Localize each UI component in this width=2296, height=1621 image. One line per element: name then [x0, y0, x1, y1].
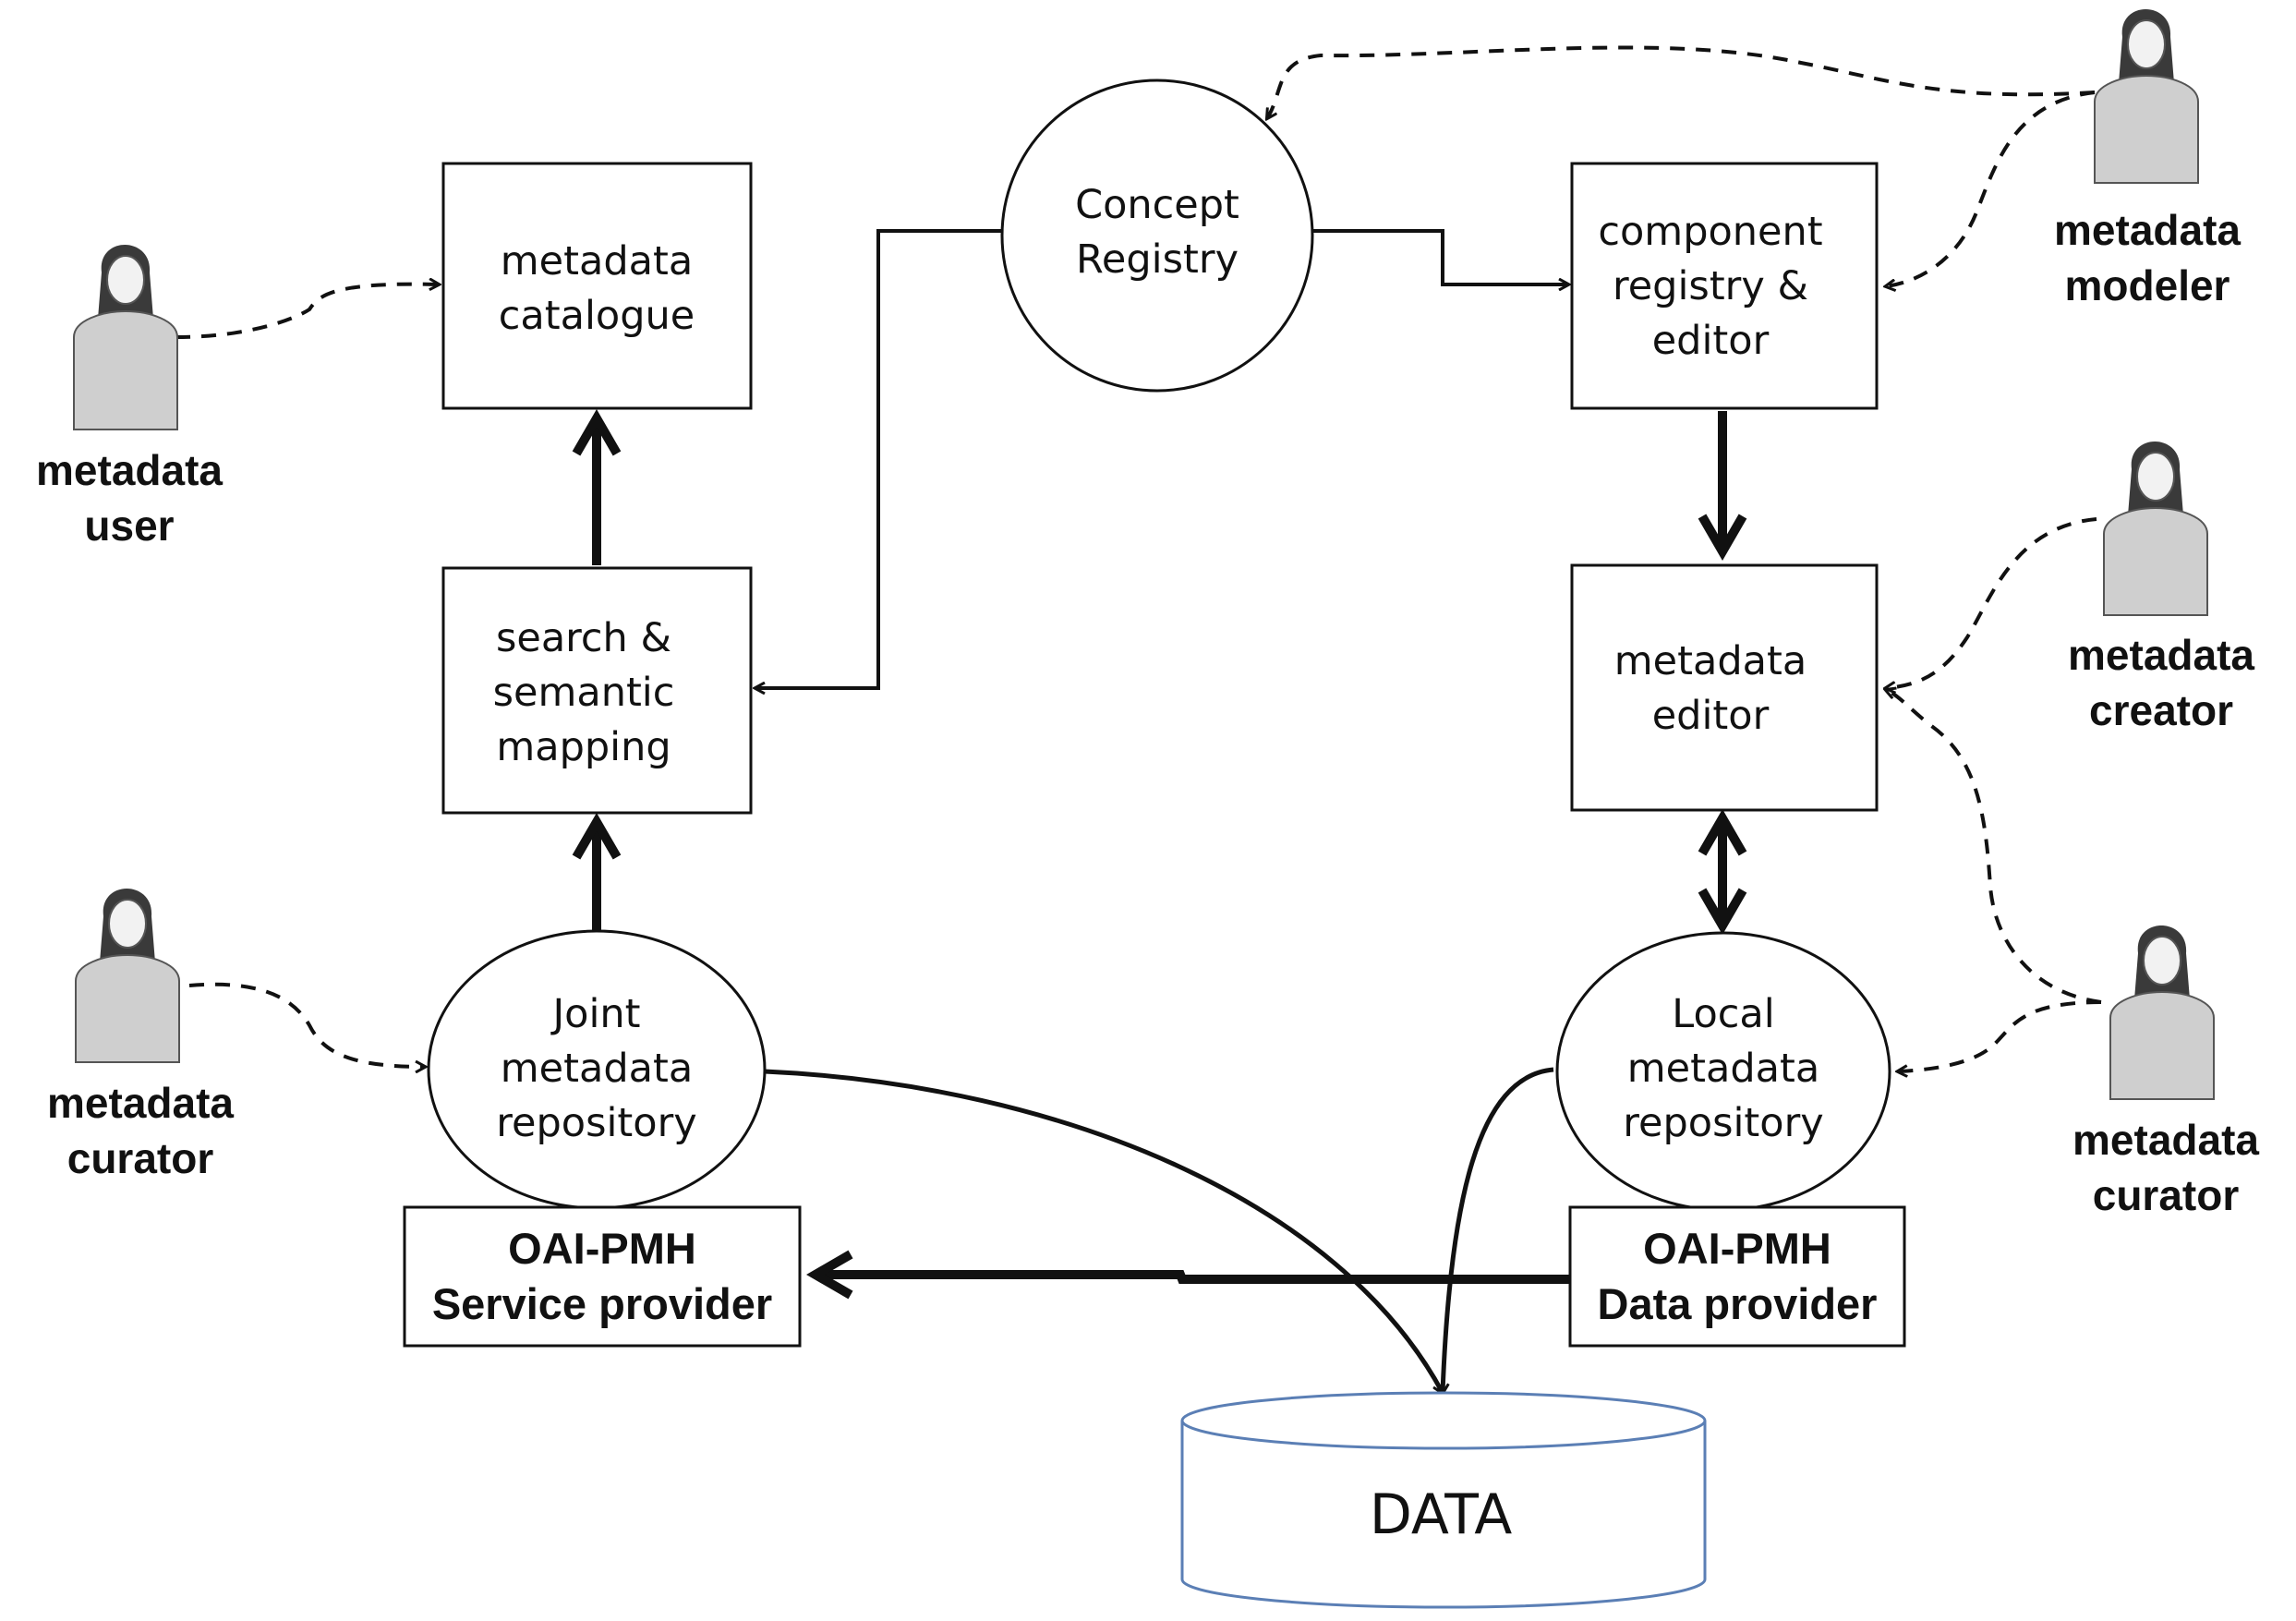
- modeler-to-component-dashed: [1886, 91, 2096, 286]
- service-provider-label-2: Service provider: [432, 1279, 772, 1328]
- data-store-cylinder: DATA: [1180, 1391, 1707, 1609]
- curator-right-label-2: curator: [2093, 1171, 2240, 1219]
- local-to-data-curve: [1443, 1067, 1554, 1393]
- data-to-service-provider-arrow: [806, 1250, 1570, 1300]
- concept-registry-label-2: Registry: [1076, 236, 1239, 283]
- component-registry-label-2: registry &: [1613, 263, 1808, 309]
- search-mapping-label-1: search &: [496, 615, 671, 661]
- creator-label-1: metadata: [2068, 631, 2254, 679]
- metadata-creator-actor: metadata creator: [2068, 442, 2254, 734]
- local-repo-label-3: repository: [1623, 1100, 1823, 1146]
- curator-left-to-joint-dashed: [188, 982, 425, 1067]
- person-icon: [2094, 9, 2199, 184]
- person-icon: [73, 245, 178, 430]
- creator-label-2: creator: [2089, 686, 2233, 734]
- person-icon: [75, 889, 180, 1063]
- service-provider-label-1: OAI-PMH: [508, 1224, 696, 1273]
- modeler-label-1: metadata: [2054, 206, 2241, 254]
- concept-registry-node: Concept Registry: [1000, 79, 1314, 393]
- concept-to-search-connector: [755, 229, 1002, 688]
- metadata-user-actor: metadata user: [36, 245, 223, 550]
- concept-registry-label-1: Concept: [1075, 182, 1239, 228]
- local-metadata-repository-node: Local metadata repository: [1555, 931, 1891, 1212]
- user-to-catalogue-dashed: [175, 284, 439, 339]
- metadata-modeler-actor: metadata modeler: [2054, 9, 2241, 309]
- search-mapping-label-2: semantic: [493, 670, 675, 716]
- metadata-curator-right-actor: metadata curator: [2072, 925, 2259, 1219]
- data-store-label: DATA: [1370, 1482, 1513, 1547]
- joint-metadata-repository-node: Joint metadata repository: [427, 929, 767, 1210]
- joint-repo-label-1: Joint: [550, 991, 640, 1037]
- joint-repo-label-3: repository: [496, 1100, 696, 1146]
- component-registry-label-3: editor: [1652, 318, 1770, 364]
- user-label-1: metadata: [36, 446, 223, 494]
- oai-pmh-service-provider-node: OAI-PMH Service provider: [403, 1205, 802, 1348]
- joint-to-data-curve: [764, 1069, 1445, 1393]
- curator-left-label-1: metadata: [47, 1079, 234, 1127]
- metadata-editor-label-1: metadata: [1614, 638, 1807, 684]
- metadata-catalogue-label-2: catalogue: [499, 293, 695, 339]
- modeler-to-concept-dashed: [1267, 45, 2096, 118]
- joint-repo-label-2: metadata: [501, 1046, 693, 1092]
- curator-right-to-local-dashed: [1898, 1000, 2102, 1071]
- data-provider-label-2: Data provider: [1598, 1279, 1878, 1328]
- creator-to-editor-dashed: [1886, 517, 2097, 688]
- curator-right-label-1: metadata: [2072, 1116, 2259, 1164]
- metadata-catalogue-label-1: metadata: [501, 238, 693, 284]
- metadata-catalogue-node: metadata catalogue: [441, 162, 753, 410]
- user-label-2: user: [84, 502, 174, 550]
- data-provider-label-1: OAI-PMH: [1643, 1224, 1831, 1273]
- person-icon: [2109, 925, 2215, 1100]
- curator-left-label-2: curator: [67, 1134, 214, 1182]
- oai-pmh-data-provider-node: OAI-PMH Data provider: [1568, 1205, 1906, 1348]
- curator-right-to-editor-dashed: [1886, 690, 2102, 1004]
- person-icon: [2103, 442, 2208, 616]
- component-registry-editor-node: component registry & editor: [1570, 162, 1879, 410]
- local-repo-label-2: metadata: [1627, 1046, 1819, 1092]
- component-registry-label-1: component: [1598, 209, 1822, 255]
- concept-to-component-connector: [1311, 229, 1568, 284]
- metadata-editor-label-2: editor: [1652, 693, 1770, 739]
- search-mapping-label-3: mapping: [496, 724, 671, 770]
- modeler-label-2: modeler: [2065, 261, 2230, 309]
- local-repo-label-1: Local: [1672, 991, 1774, 1037]
- search-semantic-mapping-node: search & semantic mapping: [441, 566, 753, 815]
- metadata-curator-left-actor: metadata curator: [47, 889, 234, 1182]
- metadata-editor-node: metadata editor: [1570, 563, 1879, 812]
